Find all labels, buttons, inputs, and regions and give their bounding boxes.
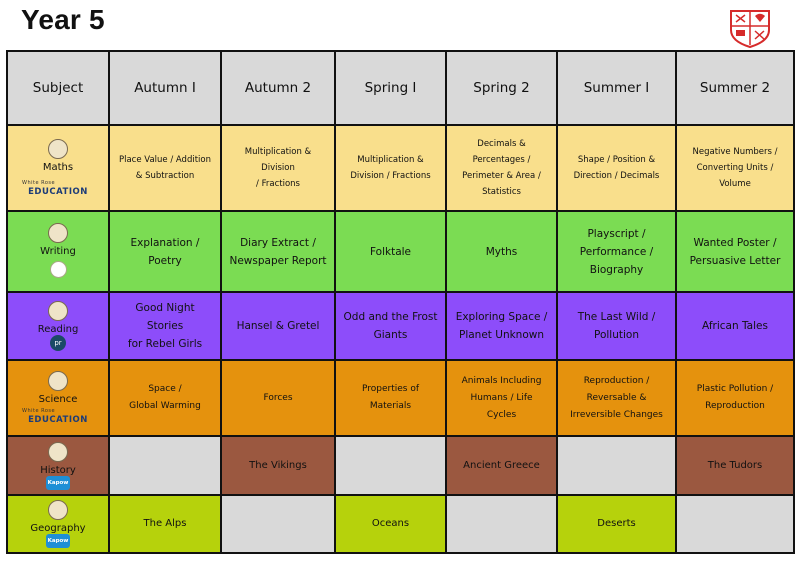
table-cell: Oceans (334, 494, 447, 554)
table-cell: Forces (220, 359, 336, 437)
table-cell: Shape / Position & Direction / Decimals (556, 124, 677, 212)
curriculum-table: Subject Autumn I Autumn 2 Spring I Sprin… (6, 50, 795, 554)
white-rose-logo: White Rose EDUCATION (22, 180, 88, 197)
table-cell (334, 435, 447, 496)
table-cell: Explanation / Poetry (108, 210, 222, 293)
table-cell: Space / Global Warming (108, 359, 222, 437)
table-cell: Folktale (334, 210, 447, 293)
table-cell (445, 494, 558, 554)
table-cell: Decimals & Percentages / Perimeter & Are… (445, 124, 558, 212)
pencil-subject-icon (48, 222, 68, 243)
header-summer-1: Summer I (556, 50, 677, 126)
table-cell: Good Night Stories for Rebel Girls (108, 291, 222, 361)
header-spring-2: Spring 2 (445, 50, 558, 126)
table-cell: Properties of Materials (334, 359, 447, 437)
compass-subject-icon (48, 139, 68, 159)
table-cell: Exploring Space / Planet Unknown (445, 291, 558, 361)
subject-cell-history: History Kapow (6, 435, 110, 496)
header-autumn-2: Autumn 2 (220, 50, 336, 126)
table-cell: Plastic Pollution / Reproduction (675, 359, 795, 437)
header-row: Subject Autumn I Autumn 2 Spring I Sprin… (6, 50, 795, 126)
table-cell: Deserts (556, 494, 677, 554)
header-summer-2: Summer 2 (675, 50, 795, 126)
table-cell (220, 494, 336, 554)
table-cell: Myths (445, 210, 558, 293)
kapow-badge: Kapow (46, 534, 70, 548)
header-spring-1: Spring I (334, 50, 447, 126)
book-subject-icon (48, 301, 68, 321)
header-autumn-1: Autumn I (108, 50, 222, 126)
table-cell: Animals Including Humans / Life Cycles (445, 359, 558, 437)
subject-cell-geography: Geography Kapow (6, 494, 110, 554)
subject-cell-writing: Writing (6, 210, 110, 293)
table-cell (675, 494, 795, 554)
table-cell (556, 435, 677, 496)
table-cell: Odd and the Frost Giants (334, 291, 447, 361)
table-cell: Hansel & Gretel (220, 291, 336, 361)
table-cell: The Tudors (675, 435, 795, 496)
pr-badge: pr (50, 335, 66, 351)
white-rose-logo: White Rose EDUCATION (22, 408, 88, 425)
table-row: Writing Explanation / Poetry Diary Extra… (6, 210, 795, 293)
school-crest-icon (730, 10, 770, 48)
page-title: Year 5 (21, 4, 105, 35)
temple-subject-icon (48, 441, 68, 462)
table-cell: The Last Wild / Pollution (556, 291, 677, 361)
flask-subject-icon (48, 371, 68, 391)
table-cell: Negative Numbers / Converting Units / Vo… (675, 124, 795, 212)
kapow-badge: Kapow (46, 475, 70, 490)
table-cell: Wanted Poster / Persuasive Letter (675, 210, 795, 293)
subject-cell-science: Science White Rose EDUCATION (6, 359, 110, 437)
subject-cell-reading: Reading pr (6, 291, 110, 361)
subject-cell-maths: Maths White Rose EDUCATION (6, 124, 110, 212)
table-row: History Kapow The Vikings Ancient Greece… (6, 435, 795, 496)
globe-subject-icon (48, 500, 68, 520)
table-cell: African Tales (675, 291, 795, 361)
table-cell: Multiplication & Division / Fractions (220, 124, 336, 212)
table-cell: Diary Extract / Newspaper Report (220, 210, 336, 293)
table-cell: The Vikings (220, 435, 336, 496)
table-cell: Multiplication & Division / Fractions (334, 124, 447, 212)
table-cell: Ancient Greece (445, 435, 558, 496)
table-cell: Place Value / Addition & Subtraction (108, 124, 222, 212)
table-cell: The Alps (108, 494, 222, 554)
table-row: Reading pr Good Night Stories for Rebel … (6, 291, 795, 361)
writing-badge-icon (49, 260, 67, 278)
header-subject: Subject (6, 50, 110, 126)
table-cell (108, 435, 222, 496)
table-cell: Reproduction / Reversable & Irreversible… (556, 359, 677, 437)
table-cell: Playscript / Performance / Biography (556, 210, 677, 293)
table-row: Geography Kapow The Alps Oceans Deserts (6, 494, 795, 554)
table-row: Maths White Rose EDUCATION Place Value /… (6, 124, 795, 212)
table-row: Science White Rose EDUCATION Space / Glo… (6, 359, 795, 437)
